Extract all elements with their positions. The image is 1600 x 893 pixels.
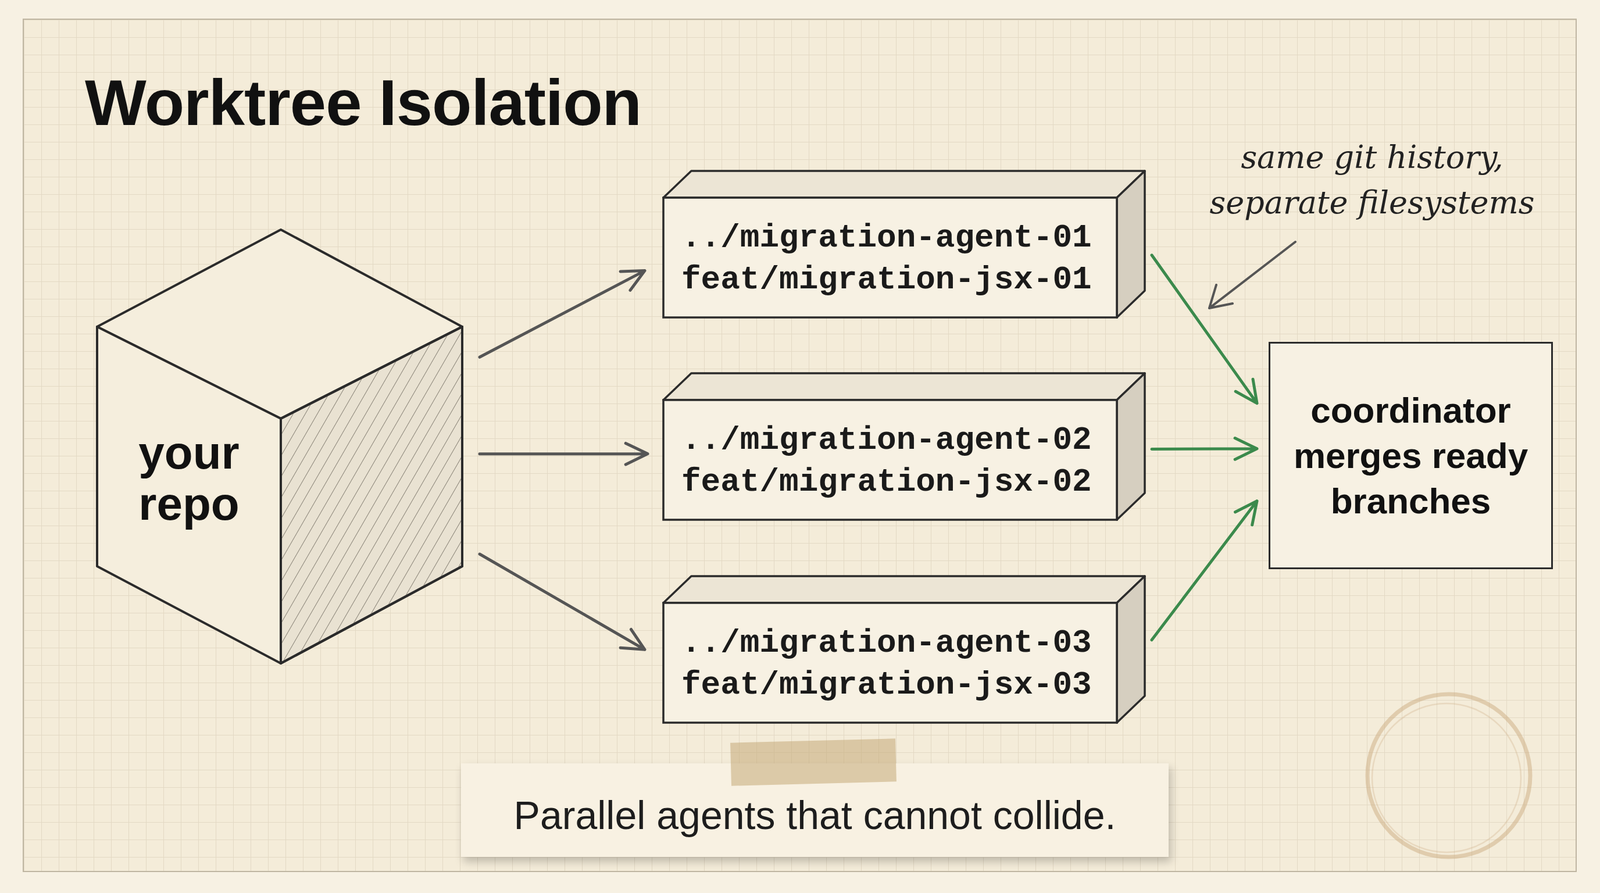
flow-arrow <box>1151 255 1257 404</box>
prism-top <box>663 576 1145 603</box>
prism-front <box>663 602 1117 723</box>
worktree-box: ../migration-agent-01feat/migration-jsx-… <box>663 198 1117 319</box>
worktree-path: ../migration-agent-03 <box>681 622 1117 664</box>
node-label: coordinator merges ready branches <box>1281 387 1540 524</box>
flow-arrow <box>1151 501 1257 641</box>
caption-text: Parallel agents that cannot collide. <box>513 783 1117 838</box>
worktree-path: ../migration-agent-02 <box>681 419 1117 462</box>
worktree-path: ../migration-agent-01 <box>681 216 1117 259</box>
title: Worktree Isolation <box>84 65 642 141</box>
prism-side <box>1116 576 1145 723</box>
prism-side <box>1116 170 1145 318</box>
prism-side <box>1116 373 1145 520</box>
cube-left <box>97 326 281 664</box>
tape-strip <box>730 738 897 786</box>
coordinator-box: coordinator merges ready branches <box>1268 341 1553 570</box>
flow-arrow <box>479 270 645 358</box>
prism-front <box>663 400 1117 520</box>
cube-hatch <box>280 326 463 664</box>
prism-front <box>663 197 1117 318</box>
prism-top <box>663 170 1145 198</box>
prism-top <box>663 373 1145 400</box>
branch-name: feat/migration-jsx-03 <box>681 663 1117 706</box>
node-label: your repo <box>113 427 265 530</box>
coffee-ring <box>1367 694 1531 857</box>
branch-name: feat/migration-jsx-01 <box>681 258 1117 301</box>
flow-arrow <box>479 443 648 465</box>
worktree-box: ../migration-agent-02feat/migration-jsx-… <box>663 401 1117 521</box>
flow-arrow <box>479 554 645 650</box>
worktree-box: ../migration-agent-03feat/migration-jsx-… <box>663 604 1117 724</box>
prism-text: ../migration-agent-01feat/migration-jsx-… <box>663 198 1117 319</box>
annotation-note: same git history, separate filesystems <box>1186 134 1559 226</box>
leader-arrow <box>1209 241 1296 309</box>
cube-right <box>280 326 463 664</box>
prism-text: ../migration-agent-03feat/migration-jsx-… <box>663 604 1117 724</box>
repo-cube: your repo <box>97 229 463 664</box>
branch-name: feat/migration-jsx-02 <box>681 461 1117 503</box>
prism-text: ../migration-agent-02feat/migration-jsx-… <box>663 401 1117 521</box>
flow-arrow <box>1151 438 1257 460</box>
